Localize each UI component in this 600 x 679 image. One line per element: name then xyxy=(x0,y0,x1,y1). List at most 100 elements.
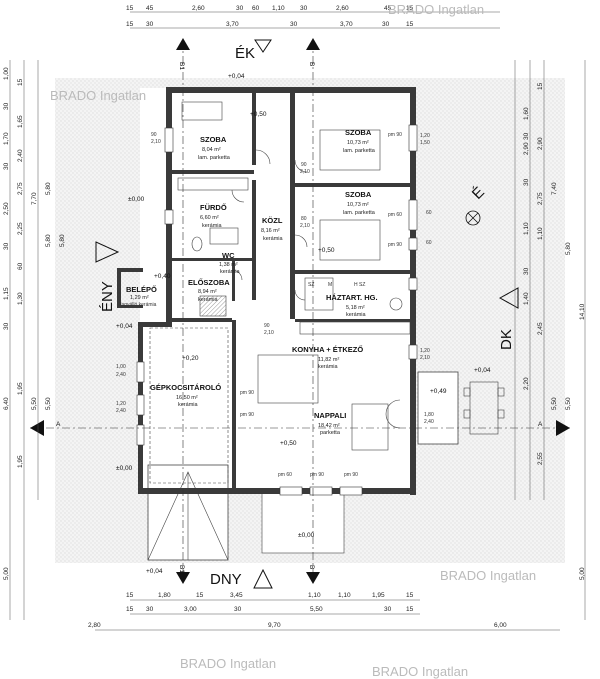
svg-text:30: 30 xyxy=(3,242,10,250)
svg-text:5,18 m²: 5,18 m² xyxy=(346,305,365,311)
section-a-left: A xyxy=(56,421,61,428)
furniture xyxy=(149,101,505,484)
svg-text:pm 90: pm 90 xyxy=(240,390,254,396)
svg-text:1,00: 1,00 xyxy=(116,364,126,370)
svg-text:2,90: 2,90 xyxy=(523,142,530,155)
svg-text:pm 60: pm 60 xyxy=(388,212,402,218)
top-dimensions-row2: 15 30 3,70 30 3,70 30 15 xyxy=(126,21,414,28)
svg-text:3,45: 3,45 xyxy=(230,592,243,599)
svg-text:30: 30 xyxy=(146,21,154,28)
svg-text:2,45: 2,45 xyxy=(537,322,544,335)
svg-text:18,42 m²: 18,42 m² xyxy=(318,423,340,429)
svg-text:2,60: 2,60 xyxy=(336,5,349,12)
svg-text:11,82 m²: 11,82 m² xyxy=(318,357,339,363)
svg-text:1,95: 1,95 xyxy=(372,592,385,599)
svg-text:kerámia: kerámia xyxy=(198,297,219,303)
right-bottom-dimension: 5,00 xyxy=(579,567,586,580)
svg-text:30: 30 xyxy=(3,322,10,330)
svg-text:8,94 m²: 8,94 m² xyxy=(198,289,217,295)
svg-text:30: 30 xyxy=(236,5,244,12)
svg-text:2,10: 2,10 xyxy=(264,330,274,336)
svg-text:30: 30 xyxy=(3,102,10,110)
svg-text:90: 90 xyxy=(301,162,307,168)
level-left-lower: ±0,00 xyxy=(116,465,133,472)
svg-text:2,40: 2,40 xyxy=(17,149,24,162)
compass-label-north: ÉK xyxy=(235,45,255,62)
svg-text:GÉPKOCSITÁROLÓ: GÉPKOCSITÁROLÓ xyxy=(150,383,221,392)
svg-text:15: 15 xyxy=(126,21,134,28)
svg-text:kerámia: kerámia xyxy=(178,402,199,408)
svg-text:15: 15 xyxy=(406,5,414,12)
level-top-entry: +0,04 xyxy=(228,73,245,80)
svg-text:5,80: 5,80 xyxy=(59,234,66,247)
svg-text:kerámia: kerámia xyxy=(220,269,241,275)
svg-text:1,50: 1,50 xyxy=(420,140,430,146)
opening-sizes: 90 2,10 90 2,10 80 2,10 1,20 1,50 60 60 … xyxy=(116,132,434,478)
svg-text:1,10: 1,10 xyxy=(272,5,285,12)
compass-arrow-north xyxy=(254,39,272,53)
svg-text:pm 60: pm 60 xyxy=(278,472,292,478)
svg-text:60: 60 xyxy=(17,262,24,270)
room-haztart: HÁZTART. HG. 5,18 m² kerámia xyxy=(326,293,378,318)
svg-text:2,90: 2,90 xyxy=(537,137,544,150)
svg-text:1,10: 1,10 xyxy=(338,592,351,599)
compass-arrow-west xyxy=(95,241,120,263)
svg-text:30: 30 xyxy=(300,5,308,12)
svg-text:15: 15 xyxy=(406,592,414,599)
svg-text:1,20: 1,20 xyxy=(420,133,430,139)
svg-text:2,20: 2,20 xyxy=(523,377,530,390)
svg-text:1,38 m²: 1,38 m² xyxy=(219,262,238,268)
svg-text:SZOBA: SZOBA xyxy=(200,135,227,144)
svg-text:WC: WC xyxy=(222,251,235,260)
svg-text:90: 90 xyxy=(264,323,270,329)
room-belepo: BELÉPŐ 1,29 m² fagyálló kerámia xyxy=(120,285,157,308)
room-wc: WC 1,38 m² kerámia xyxy=(219,251,241,275)
svg-text:KONYHA + ÉTKEZŐ: KONYHA + ÉTKEZŐ xyxy=(292,345,363,354)
svg-text:HÁZTART. HG.: HÁZTART. HG. xyxy=(326,293,378,302)
svg-text:3,70: 3,70 xyxy=(340,21,353,28)
svg-text:pm 90: pm 90 xyxy=(388,242,402,248)
compass-label-south: DNY xyxy=(210,571,242,588)
section-b1-top: B1 xyxy=(178,62,185,70)
section-a-right: A xyxy=(538,421,543,428)
level-terrace-outer: +0,04 xyxy=(474,367,491,374)
svg-text:2,10: 2,10 xyxy=(300,223,310,229)
svg-text:NAPPALI: NAPPALI xyxy=(314,411,346,420)
svg-text:60: 60 xyxy=(426,240,432,246)
svg-text:ELŐSZOBA: ELŐSZOBA xyxy=(188,278,230,287)
left-bottom-dimension: 5,00 xyxy=(3,567,10,580)
svg-text:2,10: 2,10 xyxy=(151,139,161,145)
svg-text:pm 90: pm 90 xyxy=(240,412,254,418)
svg-text:15: 15 xyxy=(196,592,204,599)
room-eloszoba: ELŐSZOBA 8,94 m² kerámia xyxy=(188,278,230,303)
terrain-left xyxy=(55,78,140,493)
compass-arrow-south xyxy=(253,568,273,589)
svg-text:15: 15 xyxy=(17,78,24,86)
door-swings xyxy=(231,149,401,429)
svg-text:2,75: 2,75 xyxy=(17,182,24,195)
left-dimensions-col1: 1,00 30 1,70 30 2,50 30 1,15 30 6,40 xyxy=(3,67,10,410)
svg-text:30: 30 xyxy=(384,606,392,613)
svg-text:1,00: 1,00 xyxy=(3,67,10,80)
svg-text:5,80: 5,80 xyxy=(45,234,52,247)
svg-text:1,40: 1,40 xyxy=(523,292,530,305)
svg-text:30: 30 xyxy=(382,21,390,28)
svg-text:15: 15 xyxy=(537,82,544,90)
room-szoba-1: SZOBA 8,04 m² lam. parketta xyxy=(198,135,231,161)
svg-text:80: 80 xyxy=(301,216,307,222)
compass-label-east: DK xyxy=(498,329,515,350)
svg-text:1,10: 1,10 xyxy=(537,227,544,240)
level-top-left: ±0,00 xyxy=(128,196,145,203)
section-b-top: B xyxy=(308,62,315,66)
svg-text:1,30: 1,30 xyxy=(17,292,24,305)
level-nappali: +0,50 xyxy=(280,440,297,447)
compass-label-west: ÉNY xyxy=(99,281,116,312)
svg-text:1,80: 1,80 xyxy=(158,592,171,599)
svg-text:30: 30 xyxy=(3,162,10,170)
svg-text:30: 30 xyxy=(290,21,298,28)
level-terrace: +0,49 xyxy=(430,388,447,395)
svg-text:15: 15 xyxy=(406,606,414,613)
svg-text:1,60: 1,60 xyxy=(523,107,530,120)
svg-text:2,40: 2,40 xyxy=(116,372,126,378)
svg-text:1,10: 1,10 xyxy=(523,222,530,235)
